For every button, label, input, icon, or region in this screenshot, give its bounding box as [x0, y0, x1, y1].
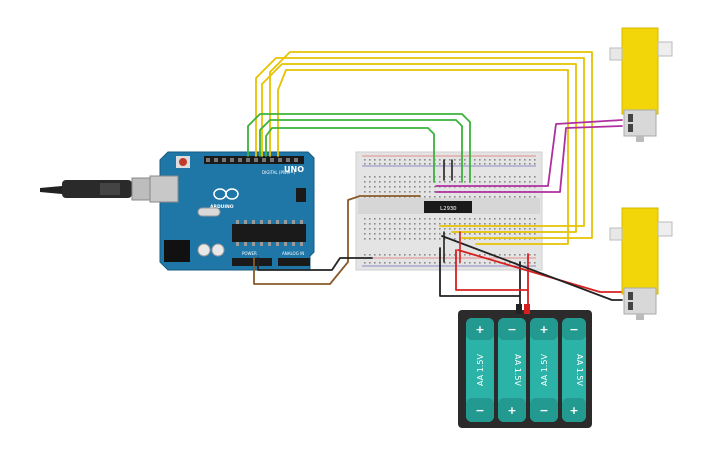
- cell-label: AA 1.5V: [513, 354, 522, 386]
- motor-side-tab: [609, 47, 623, 61]
- icsp-header: [296, 188, 306, 202]
- battery-terminal-negative: [516, 304, 522, 314]
- green-wire[interactable]: [259, 119, 463, 183]
- motor-terminal: [628, 124, 633, 132]
- wires: [247, 51, 623, 313]
- dc-motor-top[interactable]: [609, 27, 673, 142]
- arduino-brand-label: ARDUINO: [210, 204, 234, 210]
- power-header: [232, 258, 272, 266]
- green-wire[interactable]: [265, 127, 435, 183]
- motor-terminal: [628, 302, 633, 310]
- cell-top-sign: +: [475, 323, 484, 336]
- cell-top-sign: −: [569, 323, 578, 336]
- battery-cell: + − AA 1.5V: [530, 318, 558, 422]
- motor-can: [623, 287, 657, 315]
- battery-terminal-positive: [524, 304, 530, 314]
- motor-shaft-mount: [657, 221, 673, 237]
- motor-shaft: [636, 136, 644, 142]
- arduino-uno-board[interactable]: DIGITAL (PWM~) UNO ARDUINO POWER: [149, 151, 315, 271]
- red-wire[interactable]: [455, 249, 529, 313]
- magenta-wire[interactable]: [435, 125, 623, 193]
- power-jack: [164, 240, 190, 262]
- digital-label: DIGITAL (PWM~): [262, 170, 296, 175]
- green-wire[interactable]: [247, 113, 471, 183]
- breadboard-holes: [364, 159, 536, 264]
- analog-header: [278, 258, 310, 266]
- brown-wire[interactable]: [253, 195, 421, 285]
- cell-top-sign: +: [539, 323, 548, 336]
- magenta-wire[interactable]: [435, 119, 623, 187]
- capacitor: [197, 243, 211, 257]
- cell-bottom-sign: +: [569, 404, 578, 417]
- atmega-chip-pins: [236, 220, 303, 246]
- l293d-chip-label: L293D: [440, 206, 457, 212]
- battery-cell: − + AA 1.5V: [562, 318, 586, 422]
- black-wire[interactable]: [257, 257, 373, 271]
- motor-gearbox: [621, 27, 659, 115]
- black-wire[interactable]: [441, 235, 623, 301]
- cell-label: AA 1.5V: [476, 354, 485, 386]
- cell-label: AA 1.5V: [540, 354, 549, 386]
- cell-bottom-sign: −: [475, 404, 484, 417]
- yellow-wire[interactable]: [255, 57, 585, 227]
- motor-can: [623, 109, 657, 137]
- analog-label: ANALOG IN: [282, 251, 304, 256]
- motor-shaft-mount: [657, 41, 673, 57]
- arduino-logo-icon: [213, 188, 239, 200]
- digital-header-pins: [206, 158, 298, 162]
- capacitor: [211, 243, 225, 257]
- red-wire[interactable]: [457, 249, 623, 293]
- battery-cell: − + AA 1.5V: [498, 318, 526, 422]
- crystal-oscillator: [197, 207, 221, 217]
- motor-terminal: [628, 114, 633, 122]
- yellow-wire[interactable]: [277, 69, 569, 245]
- power-label: POWER: [242, 251, 257, 256]
- atmega-chip: [232, 224, 306, 242]
- yellow-wire[interactable]: [269, 51, 593, 239]
- dc-motor-bottom[interactable]: [609, 207, 673, 320]
- yellow-wire[interactable]: [261, 63, 577, 233]
- motor-side-tab: [609, 227, 623, 241]
- motor-shaft: [636, 314, 644, 320]
- cell-bottom-sign: +: [507, 404, 516, 417]
- l293d-chip[interactable]: [424, 201, 472, 213]
- usb-jack: [149, 175, 179, 203]
- battery-cell: + − AA 1.5V: [466, 318, 494, 422]
- uno-label: UNO: [284, 165, 304, 174]
- cell-top-sign: −: [507, 323, 516, 336]
- battery-pack[interactable]: + − AA 1.5V − + AA 1.5V + − AA 1.5V − + …: [458, 304, 592, 428]
- motor-gearbox: [621, 207, 659, 295]
- cell-bottom-sign: −: [539, 404, 548, 417]
- cell-label: AA 1.5V: [575, 354, 584, 386]
- motor-terminal: [628, 292, 633, 300]
- breadboard[interactable]: L293D: [355, 151, 543, 271]
- reset-button-cap[interactable]: [179, 158, 187, 166]
